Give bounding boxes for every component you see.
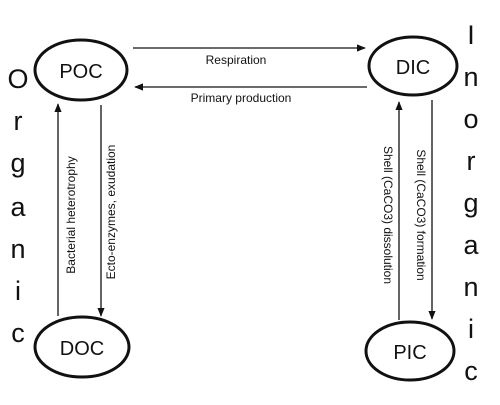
- inorganic-letter: i: [468, 314, 474, 344]
- dic-label: DIC: [396, 57, 430, 79]
- organic-letter: r: [13, 106, 23, 136]
- doc-label: DOC: [60, 338, 104, 360]
- ecto-enzymes-label: Ecto-enzymes, exudation: [104, 145, 118, 280]
- bacterial-heterotrophy-label: Bacterial heterotrophy: [64, 156, 78, 273]
- organic-letter: i: [15, 276, 21, 306]
- dic-node: DIC: [367, 35, 459, 97]
- organic-letter: g: [10, 148, 26, 178]
- organic-letter: O: [7, 64, 29, 94]
- organic-letter: n: [10, 234, 26, 264]
- organic-letter: c: [11, 318, 25, 348]
- inorganic-letter: I: [467, 20, 475, 50]
- primary-production-label: Primary production: [191, 91, 292, 105]
- shell-dissolution-label: Shell (CaCO3) dissolution: [381, 146, 395, 284]
- inorganic-letter: n: [463, 62, 479, 92]
- shell-formation-label: Shell (CaCO3) formation: [414, 149, 428, 280]
- inorganic-letter: c: [464, 356, 478, 386]
- pic-node: PIC: [364, 320, 456, 382]
- inorganic-letter: o: [463, 104, 479, 134]
- doc-node: DOC: [33, 315, 131, 379]
- organic-letter: a: [10, 192, 26, 222]
- poc-node: POC: [33, 38, 129, 102]
- pic-label: PIC: [393, 342, 426, 364]
- respiration-label: Respiration: [206, 53, 267, 67]
- inorganic-letter: r: [466, 146, 476, 176]
- inorganic-letter: a: [463, 230, 479, 260]
- poc-label: POC: [59, 61, 102, 83]
- inorganic-letter: g: [463, 188, 479, 218]
- inorganic-letter: n: [463, 272, 479, 302]
